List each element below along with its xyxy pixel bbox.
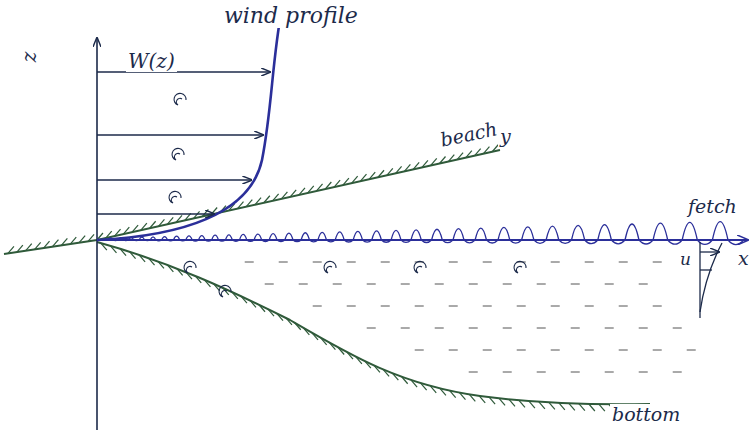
water-dash [653, 306, 662, 307]
water-dash [415, 306, 424, 307]
water-dash [551, 262, 560, 263]
eddy [184, 261, 196, 273]
axis-label: z [18, 50, 40, 65]
water-dash [415, 350, 424, 351]
wind-arrow [97, 71, 270, 72]
water-dash [449, 350, 458, 351]
water-dash [265, 284, 274, 285]
water-dash [639, 328, 648, 329]
water-dash [687, 350, 696, 351]
bottom-label: bottom [610, 404, 682, 425]
water-dash [619, 350, 628, 351]
water-dash [653, 262, 662, 263]
water-dash [585, 350, 594, 351]
bottom-line [97, 242, 650, 404]
wind-arrow [97, 179, 251, 180]
water-dash [605, 328, 614, 329]
label-wind-profile: wind profile [222, 4, 360, 28]
current-profile [700, 242, 722, 318]
water-dash [299, 284, 308, 285]
water-dash [653, 350, 662, 351]
water-dash [347, 262, 356, 263]
beach-label: beach [436, 118, 501, 151]
wind-arrow [97, 213, 214, 214]
water-dash [639, 372, 648, 373]
eddy [174, 93, 186, 105]
eddy [219, 285, 231, 297]
eddy [324, 261, 336, 273]
eddies [169, 93, 526, 297]
water-dash [333, 284, 342, 285]
water-dash [483, 350, 492, 351]
water-dash [619, 262, 628, 263]
water-dash [551, 306, 560, 307]
water-dash [639, 284, 648, 285]
water-dash [483, 262, 492, 263]
water-dash [605, 284, 614, 285]
hatch-mark [599, 404, 605, 411]
wind-profile-curve [97, 8, 282, 240]
water-dash [673, 372, 682, 373]
water-dash [449, 262, 458, 263]
water-dash [619, 306, 628, 307]
water-dash [449, 306, 458, 307]
water-dash [469, 284, 478, 285]
axis-label: y [498, 126, 513, 147]
eddy [414, 261, 426, 273]
water-dash [279, 262, 288, 263]
wind-arrow [97, 134, 263, 135]
water-dash [585, 262, 594, 263]
water-dash [367, 328, 376, 329]
eddy [514, 261, 526, 273]
wind-waves [108, 222, 744, 245]
water-dash [517, 350, 526, 351]
water-dash [313, 306, 322, 307]
water-dash [381, 262, 390, 263]
water-dash [503, 372, 512, 373]
water-dash [537, 328, 546, 329]
water-dash [435, 328, 444, 329]
water-dash [401, 328, 410, 329]
water-dash [673, 328, 682, 329]
water-dash [605, 372, 614, 373]
water-dash [381, 306, 390, 307]
current-label: u [678, 250, 693, 269]
beach-line [4, 150, 500, 254]
eddy [172, 148, 184, 160]
water-dash [313, 262, 322, 263]
water-dash [571, 284, 580, 285]
eddy [169, 191, 181, 203]
hatching [8, 145, 655, 412]
water-dash [401, 284, 410, 285]
fetch-label: fetch [686, 196, 739, 217]
water-dash [571, 328, 580, 329]
water-dashes [245, 262, 696, 372]
water-dash [571, 372, 580, 373]
water-dash [245, 262, 254, 263]
z-axis [96, 38, 98, 430]
water-dash [517, 306, 526, 307]
water-dash [347, 306, 356, 307]
water-dash [367, 284, 376, 285]
water-dash [537, 372, 546, 373]
water-dash [585, 306, 594, 307]
water-dash [435, 284, 444, 285]
water-dash [469, 372, 478, 373]
axis-label: x [736, 248, 751, 269]
water-dash [537, 284, 546, 285]
water-dash [483, 306, 492, 307]
water-dash [551, 350, 560, 351]
water-dash [503, 328, 512, 329]
water-dash [469, 328, 478, 329]
wind-speed-label: W(z) [126, 50, 177, 72]
wind-arrows [97, 72, 270, 214]
water-dash [503, 284, 512, 285]
